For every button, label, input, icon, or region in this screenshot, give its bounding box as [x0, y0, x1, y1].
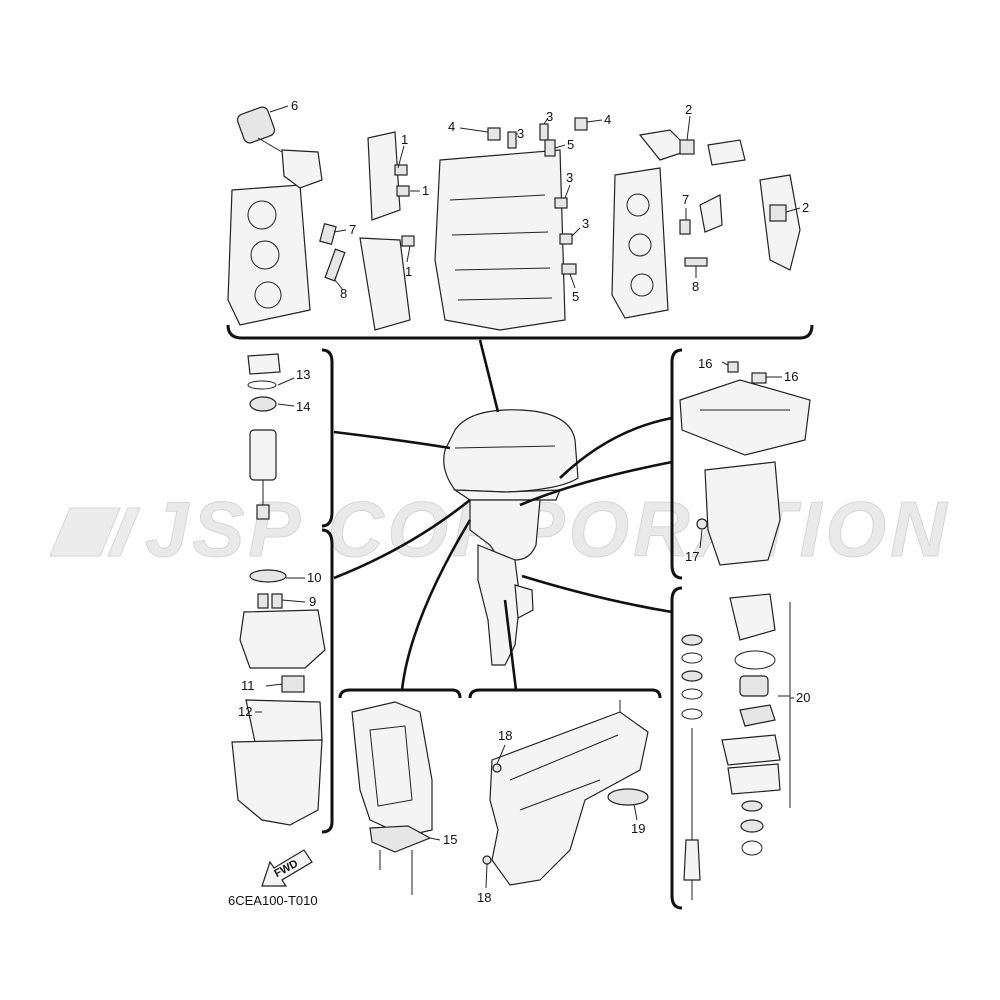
bottom-mid-bracket [468, 688, 662, 699]
left-bracket-part [359, 131, 411, 331]
callout-1b: 1 [422, 183, 429, 198]
lower-unit-group: 18 18 19 [477, 700, 649, 905]
part-3b [539, 123, 549, 141]
sensor-1b [396, 185, 410, 197]
diagram-code: 6CEA100-T010 [228, 893, 318, 908]
right-lower-bracket [670, 586, 683, 910]
right-upper-bracket [670, 348, 683, 580]
thermostat-2a [679, 139, 695, 155]
callout-1c: 1 [405, 264, 412, 279]
top-section-parts [227, 106, 801, 331]
callout-17: 17 [685, 549, 699, 564]
callout-18a: 18 [498, 728, 512, 743]
callout-16b: 16 [784, 369, 798, 384]
callout-11: 11 [241, 678, 255, 693]
fuel-filter-group: 13 14 [247, 353, 310, 520]
top-section-bracket [226, 324, 814, 340]
callout-4a: 4 [448, 119, 455, 134]
left-lower-bracket [321, 528, 334, 834]
part-5b [561, 263, 577, 275]
section-frames [226, 324, 814, 910]
callout-3d: 3 [582, 216, 589, 231]
callout-3c: 3 [566, 170, 573, 185]
bottom-left-bracket [338, 688, 462, 699]
thermostat-housing-right [759, 174, 801, 271]
sensor-7-right [679, 219, 691, 235]
vapor-separator-group: 10 9 11 12 [231, 569, 326, 826]
outboard-motor-silhouette [443, 409, 579, 666]
callout-3a: 3 [517, 126, 524, 141]
part-5a [544, 139, 556, 157]
watermark-logo-mark [49, 507, 141, 557]
cylinder-block-part [434, 149, 566, 331]
spark-plug-8-right [684, 257, 708, 267]
callout-6: 6 [291, 98, 298, 113]
part-4b [574, 117, 588, 131]
sensor-7-left [319, 223, 337, 245]
callout-4b: 4 [604, 112, 611, 127]
callout-2a: 2 [685, 102, 692, 117]
callout-1a: 1 [401, 132, 408, 147]
thermostat-2b [769, 204, 787, 222]
sensor-1a [394, 164, 408, 176]
top-callouts: 6 1 1 1 7 8 4 3 3 4 5 3 3 5 2 2 7 8 [269, 98, 809, 304]
callout-5a: 5 [567, 137, 574, 152]
fwd-arrow: FWD [261, 849, 313, 887]
callout-13: 13 [296, 367, 310, 382]
leader-curves [333, 339, 673, 691]
left-upper-bracket [321, 348, 334, 528]
callout-3b: 3 [546, 109, 553, 124]
part-3d [559, 233, 573, 245]
callout-18b: 18 [477, 890, 491, 905]
callout-9: 9 [309, 594, 316, 609]
callout-7-left: 7 [349, 222, 356, 237]
callout-19: 19 [631, 821, 645, 836]
upper-casing-group: 15 [351, 701, 457, 895]
callout-10: 10 [307, 570, 321, 585]
callout-14: 14 [296, 399, 310, 414]
left-cylinder-head-part [227, 149, 323, 326]
oil-filter-part [236, 106, 283, 153]
callout-2b: 2 [802, 200, 809, 215]
callout-8-right: 8 [692, 279, 699, 294]
callout-16a: 16 [698, 356, 712, 371]
callout-7-right: 7 [682, 192, 689, 207]
right-cylinder-head-part [611, 167, 669, 319]
callout-15: 15 [443, 832, 457, 847]
callout-8-left: 8 [340, 286, 347, 301]
sensor-1c [401, 235, 415, 247]
part-4a [487, 127, 501, 141]
water-pump-group: 20 [681, 593, 810, 900]
callout-12: 12 [238, 704, 252, 719]
callout-20: 20 [796, 690, 810, 705]
part-3a [507, 131, 517, 149]
callout-5b: 5 [572, 289, 579, 304]
spark-plug-8-left [324, 248, 346, 282]
part-3c [554, 197, 568, 209]
exhaust-guide-group: 16 16 17 [679, 356, 811, 566]
